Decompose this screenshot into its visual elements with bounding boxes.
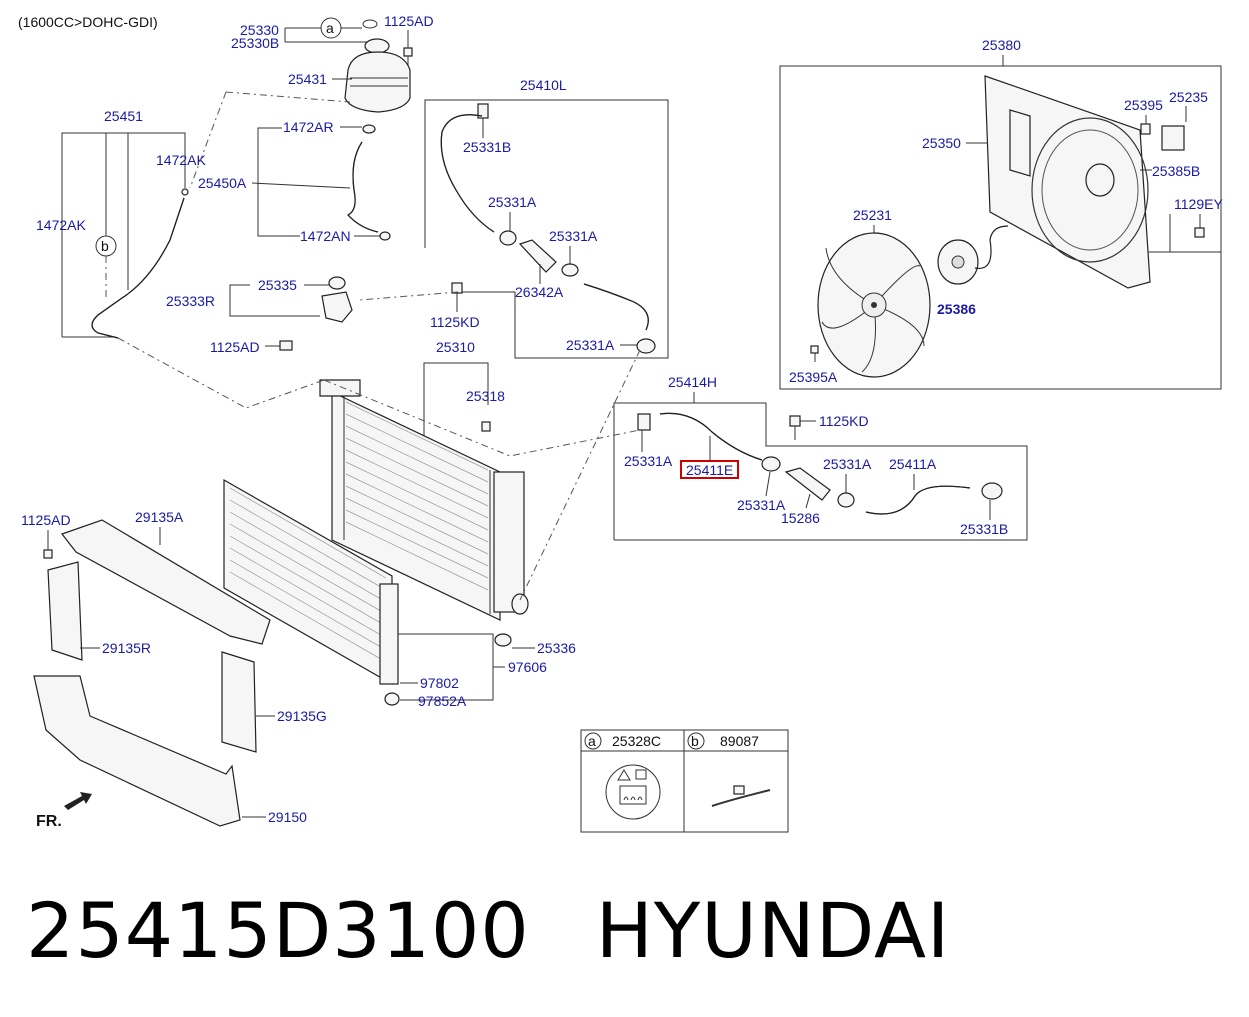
condenser-group: 25336 97606 97802 97852A [223,478,576,709]
label-25395: 25395 [1124,97,1163,113]
brand-name: HYUNDAI [595,886,951,975]
label-97852A: 97852A [418,693,467,709]
radiator-group: 25310 25318 [319,339,529,621]
pipe-15286 [784,467,831,501]
label-25410L: 25410L [520,77,567,93]
front-arrow-icon [64,792,92,810]
label-26342A: 26342A [515,284,564,300]
label-25330: 25330 [240,22,279,38]
label-29135R: 29135R [102,640,151,656]
lower-air-guard [33,675,241,827]
bypass-hose-group: 1472AR 25450A 1472AN [198,119,391,244]
label-25350: 25350 [922,135,961,151]
air-guard-group: 1125AD 29135A 29135R 29135G 29150 FR. [21,509,327,830]
label-1472AK-right: 1472AK [156,152,206,168]
label-29135A: 29135A [135,509,184,525]
label-1125AD-mid: 1125AD [210,339,260,355]
label-25331B-top: 25331B [463,139,511,155]
label-25411E: 25411E [686,462,733,478]
label-1472AK-left: 1472AK [36,217,86,233]
label-25331A-5: 25331A [737,497,786,513]
label-1472AR: 1472AR [283,119,334,135]
fan-shroud-frame [779,65,1222,390]
hose-connector [518,239,557,273]
label-1125AD-top: 1125AD [384,13,434,29]
callout-a-top: a [326,20,334,36]
upper-hose-box: 25410L 25331B 25331A 25331A 26342A 25331… [424,77,669,359]
reservoir-group: a 25330 25330B 1125AD 25431 [231,13,434,113]
label-1125KD-right: 1125KD [819,413,869,429]
label-1129EY: 1129EY [1174,196,1223,212]
label-25431: 25431 [288,71,327,87]
label-29150: 29150 [268,809,307,825]
callout-b: b [101,238,109,254]
label-25385B: 25385B [1152,163,1200,179]
label-25331B-right: 25331B [960,521,1008,537]
label-25451: 25451 [104,108,143,124]
legend-part-b: 89087 [720,733,759,749]
label-25318: 25318 [466,388,505,404]
label-25331A-3: 25331A [566,337,615,353]
caution-label-icon [605,764,661,820]
leader-lines [117,91,641,601]
right-air-guard [221,651,257,753]
front-direction-label: FR. [36,813,62,830]
fan-shroud-box: 25380 25350 25395 25235 25385B 1129EY 25… [779,37,1223,390]
cable-clip-icon [711,789,771,807]
upper-air-guard [61,519,271,645]
engine-spec-label: (1600CC>DOHC-GDI) [18,14,158,30]
legend-part-a: 25328C [612,733,661,749]
label-25450A: 25450A [198,175,247,191]
label-25336: 25336 [537,640,576,656]
label-25333R: 25333R [166,293,215,309]
legend-table: a 25328C b 89087 [580,729,789,833]
label-25331A-1: 25331A [488,194,537,210]
radiator [331,391,501,621]
part-footer: 25415D3100 HYUNDAI [26,886,950,975]
bracket [321,291,353,323]
label-25411A: 25411A [889,456,937,472]
label-97802: 97802 [420,675,459,691]
part-number: 25415D3100 [26,886,530,975]
resistor [1161,125,1185,151]
label-25380: 25380 [982,37,1021,53]
label-15286: 15286 [781,510,820,526]
bracket-group: 25335 25333R 1125AD [166,276,353,355]
label-25335: 25335 [258,277,297,293]
left-air-guard [47,561,83,661]
reservoir-cap [364,38,390,54]
label-1125KD-left: 1125KD [430,314,480,330]
label-25310: 25310 [436,339,475,355]
label-25331A-4: 25331A [624,453,673,469]
overflow-hose-group: 25451 1472AK 1472AK b [36,108,206,339]
parts-diagram: (1600CC>DOHC-GDI) a 25330 25330B 1125AD … [18,13,1223,833]
label-25331A-6: 25331A [823,456,872,472]
label-25330B: 25330B [231,35,279,51]
label-25386: 25386 [937,301,976,317]
label-97606: 97606 [508,659,547,675]
legend-marker-b: b [691,733,699,749]
lower-hose-box: 25414H 25331A 25411E 25331A 1125KD 15286… [613,374,1028,541]
label-1125AD-left: 1125AD [21,512,71,528]
label-25414H: 25414H [668,374,717,390]
reservoir-tank [344,51,411,113]
legend-marker-a: a [588,733,596,749]
label-25231: 25231 [853,207,892,223]
label-29135G: 29135G [277,708,327,724]
label-1472AN: 1472AN [300,228,351,244]
label-25235: 25235 [1169,89,1208,105]
label-25331A-2: 25331A [549,228,598,244]
label-25395A: 25395A [789,369,838,385]
